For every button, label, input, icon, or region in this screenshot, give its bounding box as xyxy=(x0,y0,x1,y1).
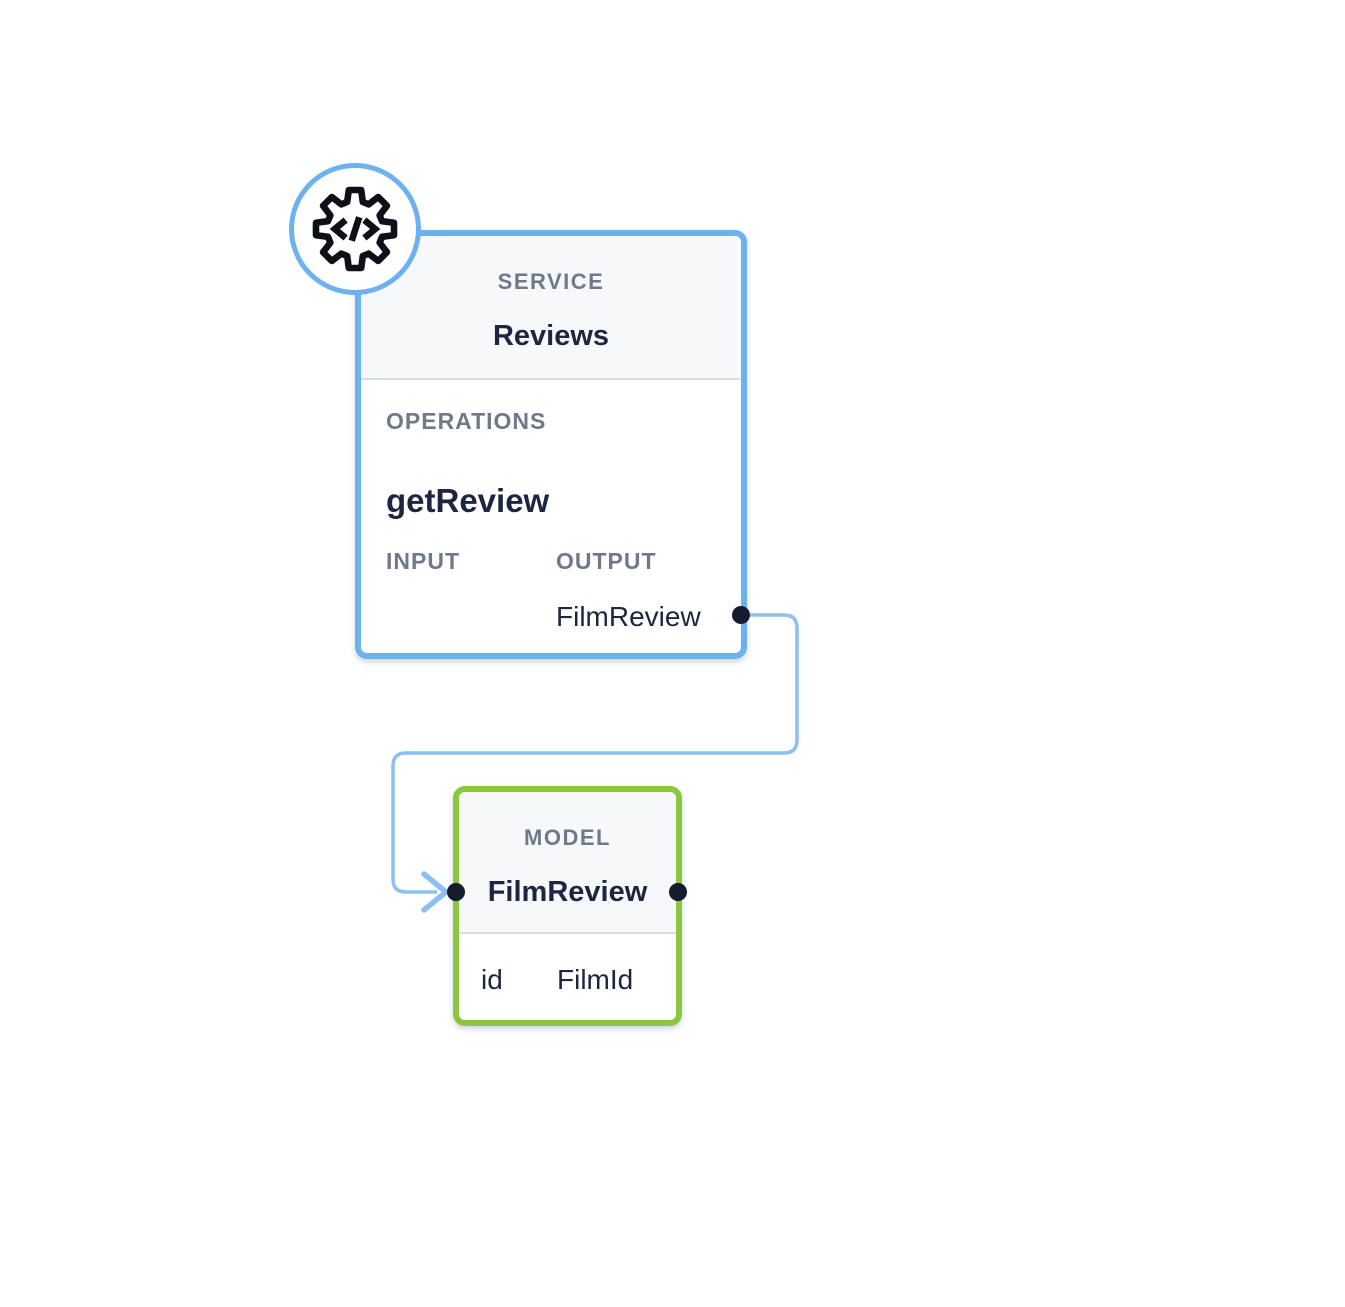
operation-name[interactable]: getReview xyxy=(386,482,550,519)
operation-io-row: INPUT OUTPUT FilmReview xyxy=(386,548,717,634)
input-label: INPUT xyxy=(386,548,460,574)
model-node-filmreview[interactable]: MODEL FilmReview id FilmId xyxy=(453,786,682,1026)
gear-code-icon xyxy=(312,186,398,272)
model-header: MODEL FilmReview xyxy=(459,792,676,934)
model-title: FilmReview xyxy=(487,876,648,908)
operation-input-column: INPUT xyxy=(386,548,556,634)
service-header: SERVICE Reviews xyxy=(361,236,741,380)
output-label: OUTPUT xyxy=(556,548,657,574)
field-name: id xyxy=(481,964,503,995)
operation-output-column: OUTPUT FilmReview xyxy=(556,548,717,634)
service-title: Reviews xyxy=(492,320,610,352)
service-body: OPERATIONS getReview INPUT OUTPUT FilmRe… xyxy=(361,380,741,634)
operations-section-label: OPERATIONS xyxy=(386,408,547,434)
field-type-link[interactable]: FilmId xyxy=(557,964,634,995)
service-badge xyxy=(289,163,421,295)
service-node-reviews[interactable]: SERVICE Reviews OPERATIONS getReview INP… xyxy=(355,230,747,659)
model-field-row: id FilmId xyxy=(459,934,676,997)
model-kind-label: MODEL xyxy=(524,825,611,850)
service-kind-label: SERVICE xyxy=(497,269,605,294)
edge-arrowhead-icon xyxy=(421,871,449,913)
output-type-link[interactable]: FilmReview xyxy=(556,601,701,632)
